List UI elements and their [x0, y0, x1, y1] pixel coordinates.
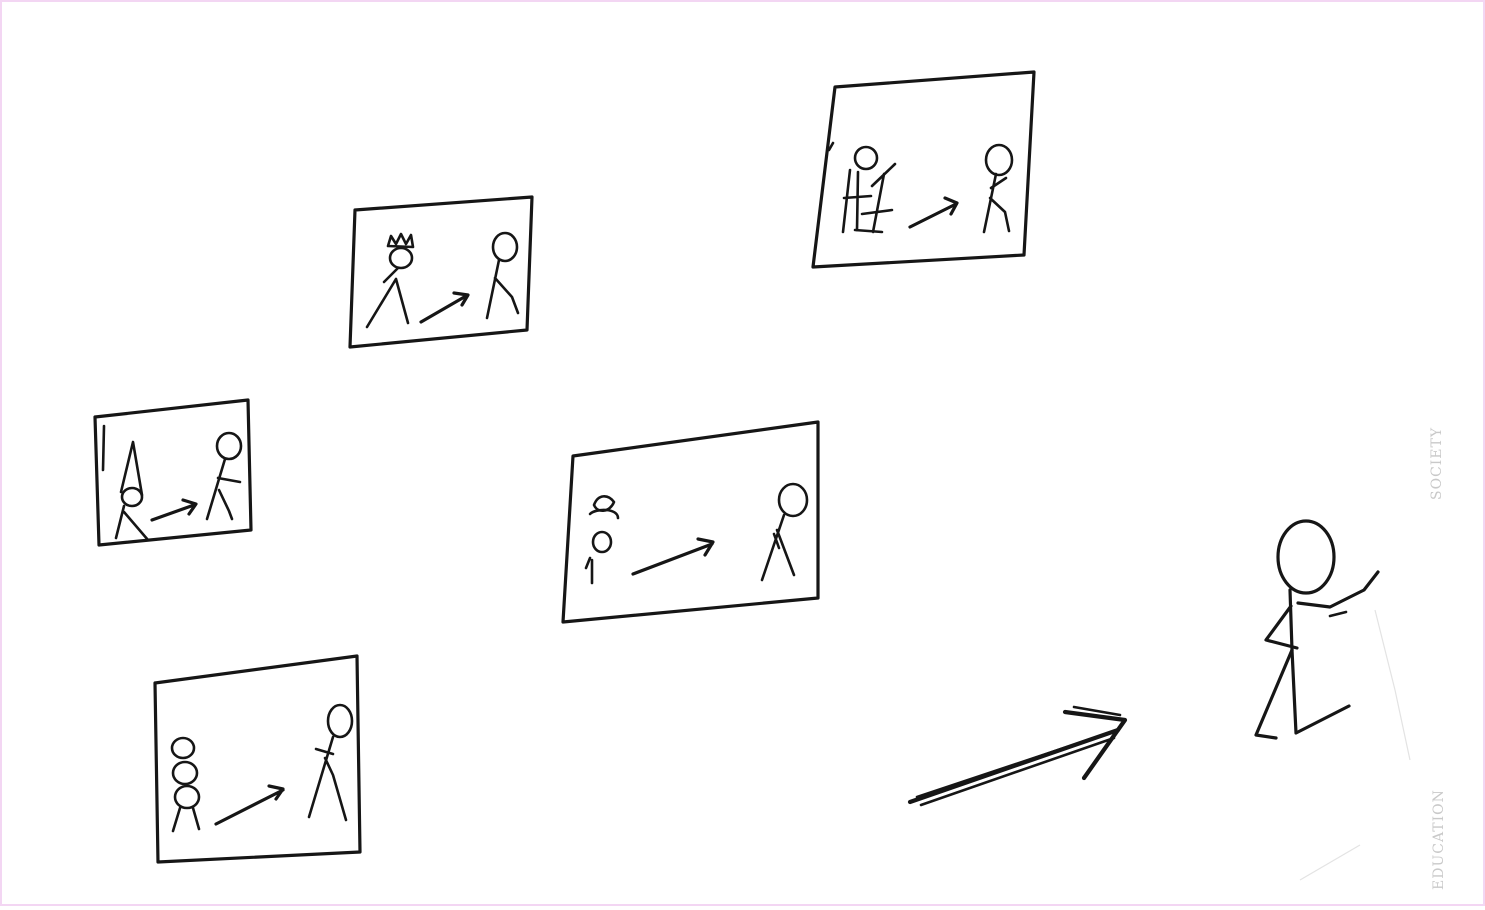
panel-princess — [350, 197, 532, 347]
panel-frame — [813, 72, 1034, 267]
bleed-text-bottom: EDUCATION — [1431, 789, 1447, 890]
stick-figure-icon — [984, 145, 1012, 232]
panel-child — [155, 656, 360, 862]
stick-figure-icon — [207, 433, 241, 519]
panel-king — [813, 72, 1034, 267]
child-person-icon — [172, 738, 199, 831]
transition-arrow — [216, 786, 283, 824]
throne-person-icon — [843, 147, 895, 232]
transition-arrow — [421, 293, 468, 322]
stick-figure-icon — [762, 484, 807, 580]
panel-wizard — [95, 400, 251, 545]
baby-person-icon — [586, 496, 618, 583]
crown-person-icon — [367, 234, 413, 327]
stick-figure-icon — [487, 233, 518, 318]
big-arrow — [910, 707, 1125, 805]
bleed-text-top: SOCIETY — [1429, 427, 1445, 500]
transition-arrow — [910, 198, 957, 227]
adult-figure-icon — [1256, 521, 1378, 738]
panel-frame — [350, 197, 532, 347]
panel-frame — [563, 422, 818, 622]
panel-baby — [563, 422, 818, 622]
stick-figure-icon — [309, 705, 352, 820]
wizard-person-icon — [116, 442, 148, 540]
transition-arrow — [633, 539, 713, 574]
bleed-through-marks: SOCIETY EDUCATION — [1300, 427, 1447, 890]
transition-arrow — [152, 500, 196, 520]
